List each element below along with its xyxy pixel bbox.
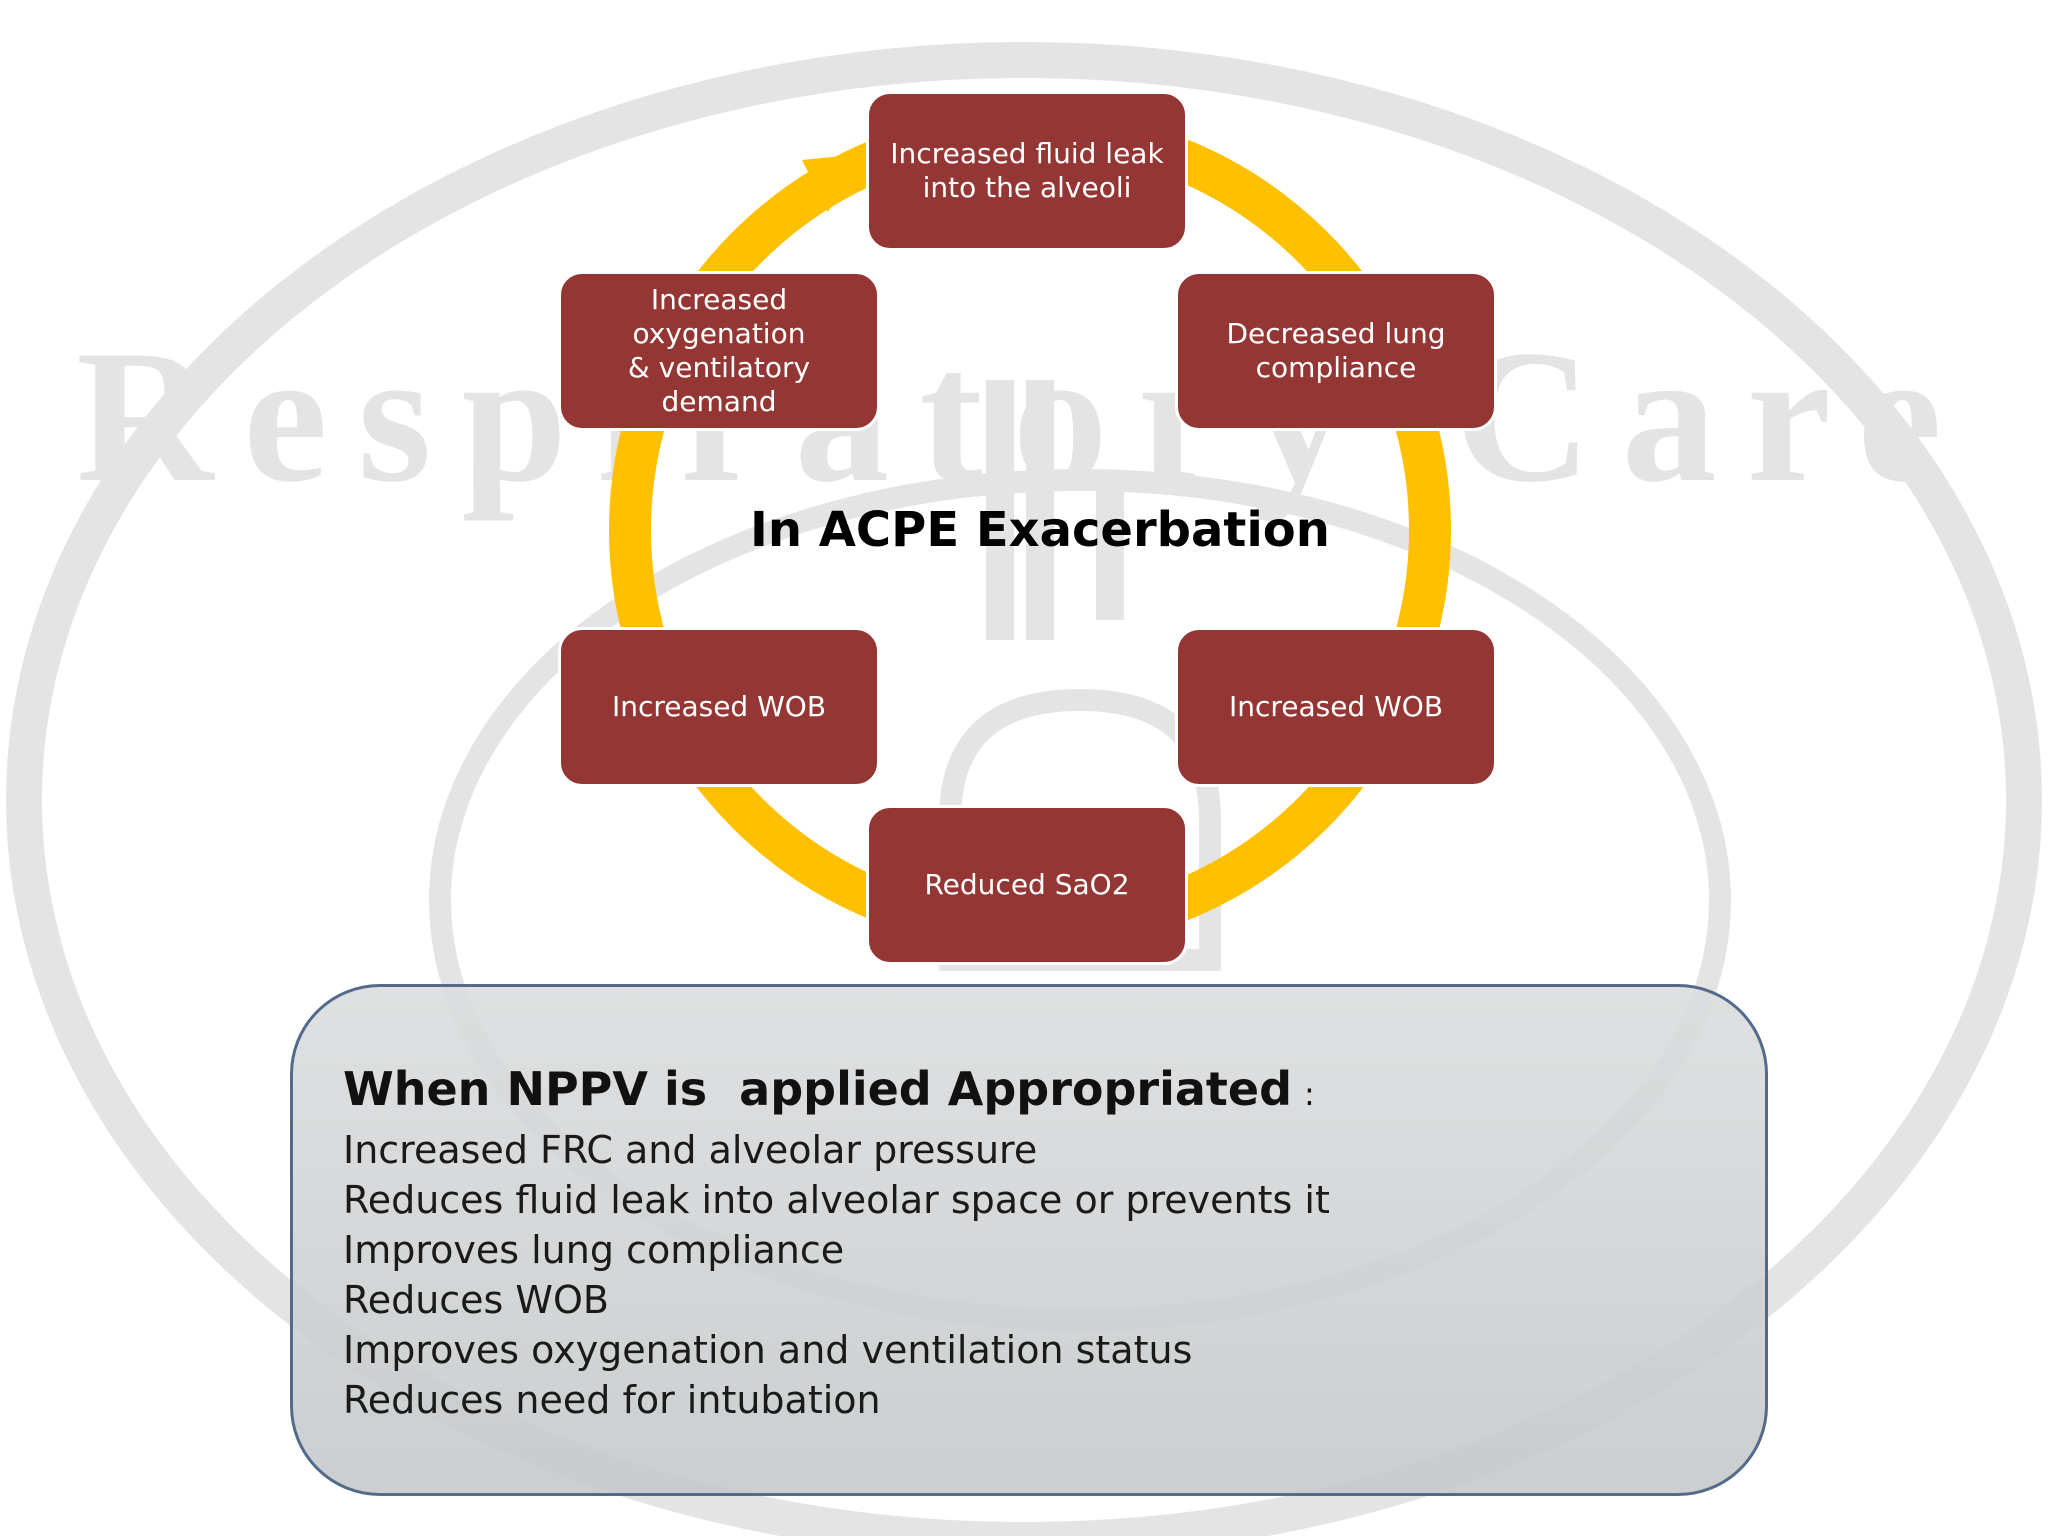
benefit-item: Reduces fluid leak into alveolar space o… bbox=[343, 1178, 1330, 1222]
node-wob-right: Increased WOB bbox=[1175, 627, 1497, 787]
node-wob-left: Increased WOB bbox=[558, 627, 880, 787]
nppv-benefits-list: Increased FRC and alveolar pressure Redu… bbox=[343, 1125, 1330, 1425]
benefit-item: Improves oxygenation and ventilation sta… bbox=[343, 1328, 1193, 1372]
diagram-title: In ACPE Exacerbation bbox=[750, 502, 1330, 558]
node-lung-compliance: Decreased lung compliance bbox=[1175, 271, 1497, 431]
nppv-heading-colon: : bbox=[1304, 1075, 1315, 1113]
nppv-panel bbox=[290, 984, 1768, 1496]
watermark-outer-ring bbox=[6, 42, 2042, 1536]
node-fluid-leak: Increased fluid leak into the alveoli bbox=[866, 91, 1188, 251]
node-oxygenation-demand-label: Increased oxygenation & ventilatory dema… bbox=[627, 282, 811, 419]
benefit-item: Reduces need for intubation bbox=[343, 1378, 881, 1422]
node-fluid-leak-label: Increased fluid leak into the alveoli bbox=[890, 136, 1164, 204]
nppv-heading-text: When NPPV is applied Appropriated bbox=[343, 1062, 1293, 1116]
cycle-arrowhead bbox=[802, 154, 862, 212]
node-oxygenation-demand: Increased oxygenation & ventilatory dema… bbox=[558, 271, 880, 431]
watermark-monogram bbox=[986, 380, 1124, 640]
benefit-item: Improves lung compliance bbox=[343, 1228, 845, 1272]
node-wob-left-label: Increased WOB bbox=[611, 689, 827, 723]
node-wob-right-label: Increased WOB bbox=[1228, 689, 1444, 723]
benefit-item: Increased FRC and alveolar pressure bbox=[343, 1128, 1038, 1172]
node-sao2: Reduced SaO2 bbox=[866, 805, 1188, 965]
node-sao2-label: Reduced SaO2 bbox=[924, 867, 1130, 901]
node-lung-compliance-label: Decreased lung compliance bbox=[1226, 316, 1446, 384]
benefit-item: Reduces WOB bbox=[343, 1278, 609, 1322]
watermark-text: Respiratory Care bbox=[76, 312, 1972, 522]
nppv-heading: When NPPV is applied Appropriated: bbox=[343, 1062, 1315, 1116]
